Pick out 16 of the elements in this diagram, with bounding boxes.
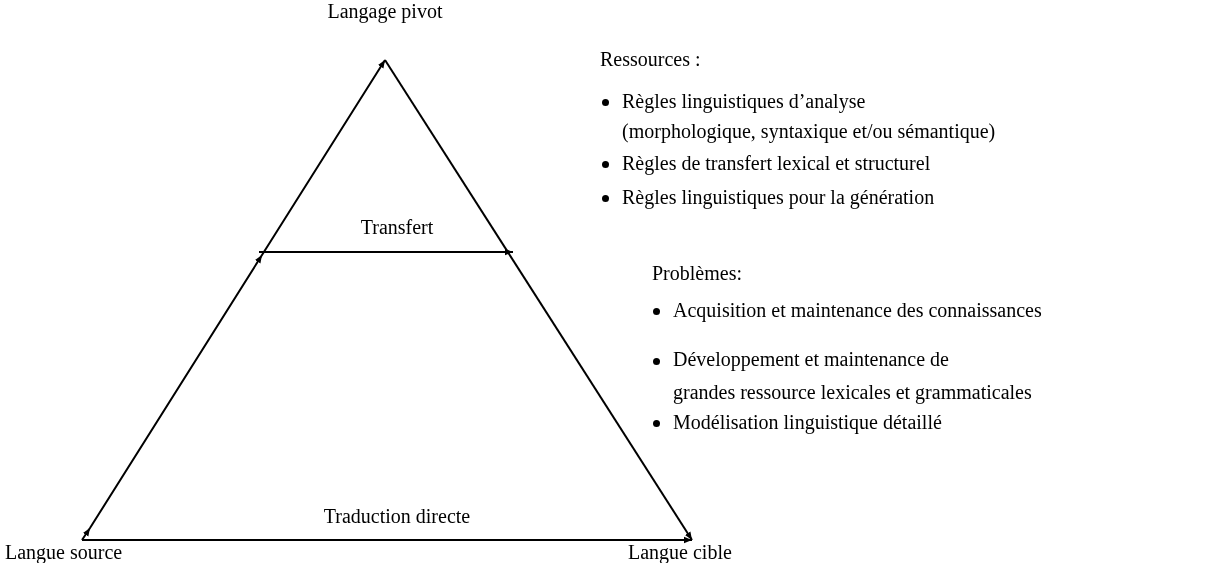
bullet-text: Règles linguistiques pour la génération [622,185,935,210]
arrow [81,536,693,544]
text-label: Langue cible [628,541,798,563]
bullet-text: Règles linguistiques d’analyse (morphologique, syntaxique et/ou sémantique) [622,89,996,145]
bullet-text: Règles de transfert lexical et structurel [622,151,931,176]
heading-text: Problèmes: [652,261,742,286]
bullet-text: Modélisation linguistique détaillé [673,410,942,435]
arrow-label: Transfert [360,216,434,238]
arrow [81,59,386,541]
heading-text: Ressources : [600,47,701,72]
bullet-text: Développement et maintenance de grandes ressource lexicales et grammaticales [673,347,1032,406]
arrow [384,59,693,541]
text-label: Langage pivot [300,0,470,60]
bullet-text: Acquisition et maintenance des connaissances [673,298,1042,323]
edge-label: Traduction directe [323,505,471,527]
text-label: Langue source [5,541,185,563]
